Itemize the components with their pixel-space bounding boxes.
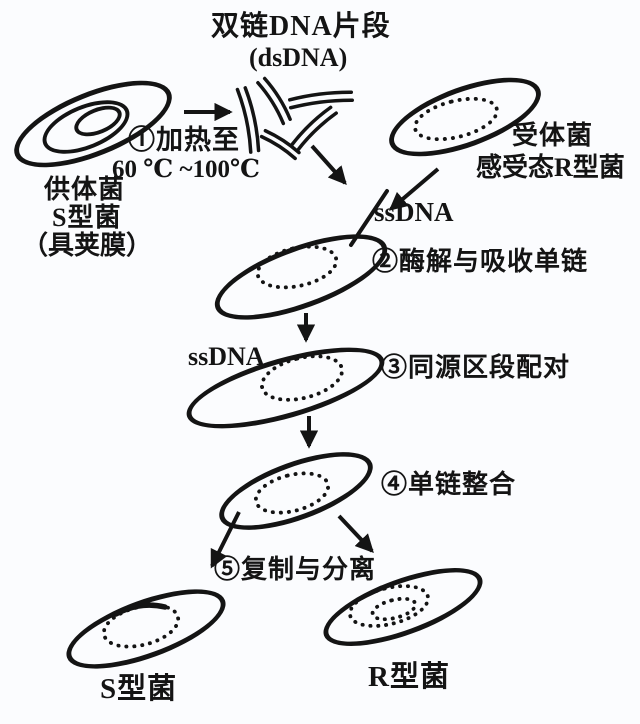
dsdna-fragment-5: [259, 129, 301, 161]
dsdna-fragment-3: [287, 90, 355, 110]
step5-label: ⑤复制与分离: [214, 555, 377, 584]
dsdna-fragment-1: [235, 86, 261, 154]
dsdna-fragment-4: [290, 105, 338, 153]
arrow-fragments-down: [310, 144, 347, 186]
step3-label: ③同源区段配对: [381, 353, 571, 382]
arrow-step4-to-r: [337, 514, 374, 554]
donor-capsule-label: （具荚膜）: [22, 231, 153, 260]
step2-label: ②酶解与吸收单链: [372, 247, 589, 276]
dsdna-caption: (dsDNA): [249, 43, 348, 72]
result-r-label: R型菌: [368, 661, 450, 693]
step4-label: ④单链整合: [381, 470, 517, 499]
recipient-state-label: 感受态R型菌: [476, 153, 625, 182]
recipient-name-label: 受体菌: [512, 121, 594, 150]
diagram-title: 双链DNA片段: [211, 11, 391, 42]
step1-label: ①加热至: [128, 125, 240, 155]
donor-name-label: 供体菌: [44, 175, 126, 204]
ssdna-label-1: ssDNA: [374, 197, 454, 227]
ssdna-label-2: ssDNA: [188, 342, 265, 371]
temperature-label: 60 ℃ ~100℃: [112, 156, 260, 183]
result-s-label: S型菌: [100, 673, 178, 705]
donor-type-label: S型菌: [52, 203, 122, 232]
dsdna-fragment-2: [256, 76, 292, 126]
